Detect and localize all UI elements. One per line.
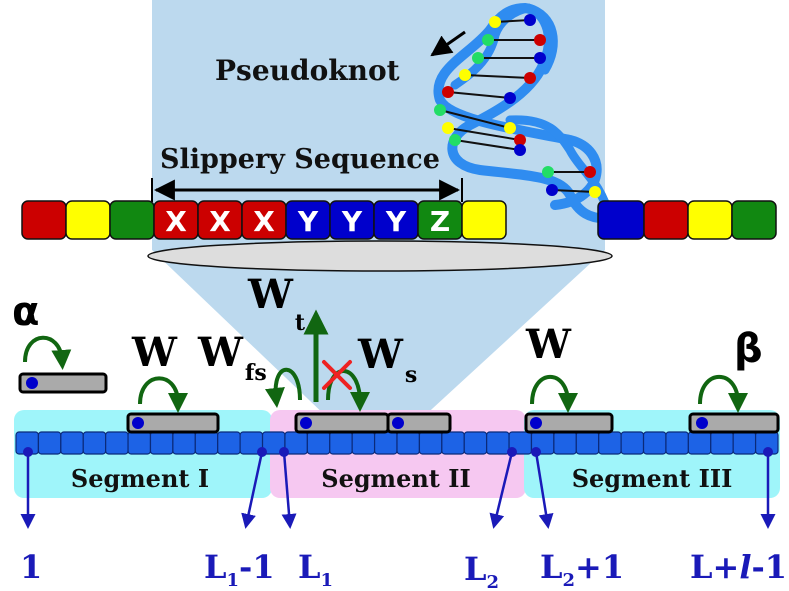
lattice-site: [306, 431, 331, 455]
hop-arrows: [23, 335, 748, 413]
lattice-site: [329, 431, 353, 455]
particle-seg2a: [294, 412, 390, 434]
ws-arrow: [326, 369, 370, 412]
pos-L2: L2: [464, 550, 499, 591]
particles: [18, 372, 780, 434]
w-hop-arrow-seg1: [138, 376, 188, 413]
pos-L2-plus-1: L2+1: [540, 548, 624, 591]
slippery-letters: X X X Y Y Y Z: [165, 205, 450, 238]
nt-letter: Y: [385, 205, 407, 238]
lattice-site: [710, 431, 734, 455]
slippery-bracket: [151, 178, 463, 202]
lattice: [15, 431, 779, 455]
lattice-site: [149, 431, 174, 455]
particle-seg1: [126, 412, 220, 434]
pos-l1m1-tail: -1: [239, 548, 275, 586]
lattice-site: [82, 431, 107, 455]
segment-2-label: Segment II: [321, 464, 470, 493]
lattice-site: [194, 431, 219, 455]
wfs-sub: fs: [245, 360, 267, 386]
lattice-site: [463, 431, 488, 455]
pos-l1-main: L: [298, 548, 321, 586]
lattice-site: [105, 431, 129, 455]
pos-L1: L1: [298, 548, 333, 591]
nt-letter: X: [165, 205, 187, 238]
segment-3-label: Segment III: [572, 464, 733, 493]
pos-l2p1-main: L: [540, 548, 563, 586]
w-label-left: W: [131, 329, 178, 376]
pos-end-ell: l: [739, 548, 751, 586]
pos-l2p1-sub: 2: [563, 570, 576, 591]
lattice-site: [60, 431, 84, 455]
pos-1: 1: [20, 548, 42, 586]
wt-label: Wt: [247, 271, 306, 336]
nt-letter: X: [209, 205, 231, 238]
wfs-label: Wfs: [197, 329, 267, 386]
lattice-site: [418, 431, 443, 455]
lattice-site: [441, 431, 465, 455]
pseudoknot-label: Pseudoknot: [215, 54, 400, 87]
wfs-arrow: [265, 367, 302, 408]
incoming-particle: [18, 372, 108, 394]
w-label-right: W: [525, 321, 572, 368]
particle-seg3a: [524, 412, 614, 434]
lattice-site: [642, 431, 667, 455]
lattice-site: [598, 431, 622, 455]
blocked-x-icon: [322, 360, 352, 390]
lattice-site: [575, 431, 600, 455]
wt-sub: t: [295, 310, 306, 336]
pseudoknot-helix: [433, 2, 615, 224]
pos-l1m1-sub: 1: [227, 570, 240, 591]
wfs-main: W: [197, 329, 244, 376]
lattice-site: [217, 431, 241, 455]
lattice-site: [351, 431, 376, 455]
lattice-site: [687, 431, 712, 455]
lattice-site: [127, 431, 152, 455]
ws-sub: s: [405, 362, 417, 388]
pos-l2-main: L: [464, 550, 487, 588]
alpha-arrow: [23, 335, 72, 370]
pos-l1m1-main: L: [204, 548, 227, 586]
particle-seg2b: [386, 412, 452, 434]
pos-l2p1-tail: +1: [575, 548, 624, 586]
pos-l1-sub: 1: [321, 570, 334, 591]
w-hop-arrow-seg3: [530, 375, 578, 413]
alpha-label: α: [12, 289, 39, 335]
lattice-site: [486, 431, 510, 455]
pos-L1-minus-1: L1-1: [204, 548, 275, 591]
slippery-sequence-label: Slippery Sequence: [160, 144, 440, 175]
nt-letter: X: [253, 205, 275, 238]
nt-letter: Y: [341, 205, 363, 238]
mrna-strand: [21, 200, 777, 240]
segment-1-label: Segment I: [71, 464, 209, 493]
pos-end-tail: -1: [751, 548, 787, 586]
pseudoknot-pointer: [430, 30, 466, 57]
particle-seg3b: [688, 412, 780, 434]
nt-letter: Y: [297, 205, 319, 238]
ws-main: W: [357, 331, 404, 378]
lattice-site: [172, 431, 196, 455]
ws-label: Ws: [357, 331, 417, 388]
lattice-site: [553, 431, 577, 455]
lattice-site: [620, 431, 645, 455]
lattice-site: [665, 431, 689, 455]
wt-main: W: [247, 271, 294, 318]
lattice-site: [396, 431, 421, 455]
ribosome-ellipse: [147, 240, 613, 272]
pos-l2-sub: 2: [487, 572, 500, 591]
lattice-site: [732, 431, 757, 455]
pos-end-main: L+: [690, 548, 739, 586]
lattice-site: [373, 431, 398, 455]
beta-label: β: [734, 326, 763, 372]
beta-arrow: [698, 375, 748, 413]
lattice-site: [37, 431, 62, 455]
nt-letter: Z: [430, 205, 450, 238]
position-arrows: [20, 447, 776, 529]
pos-end: L+l-1: [690, 548, 787, 586]
